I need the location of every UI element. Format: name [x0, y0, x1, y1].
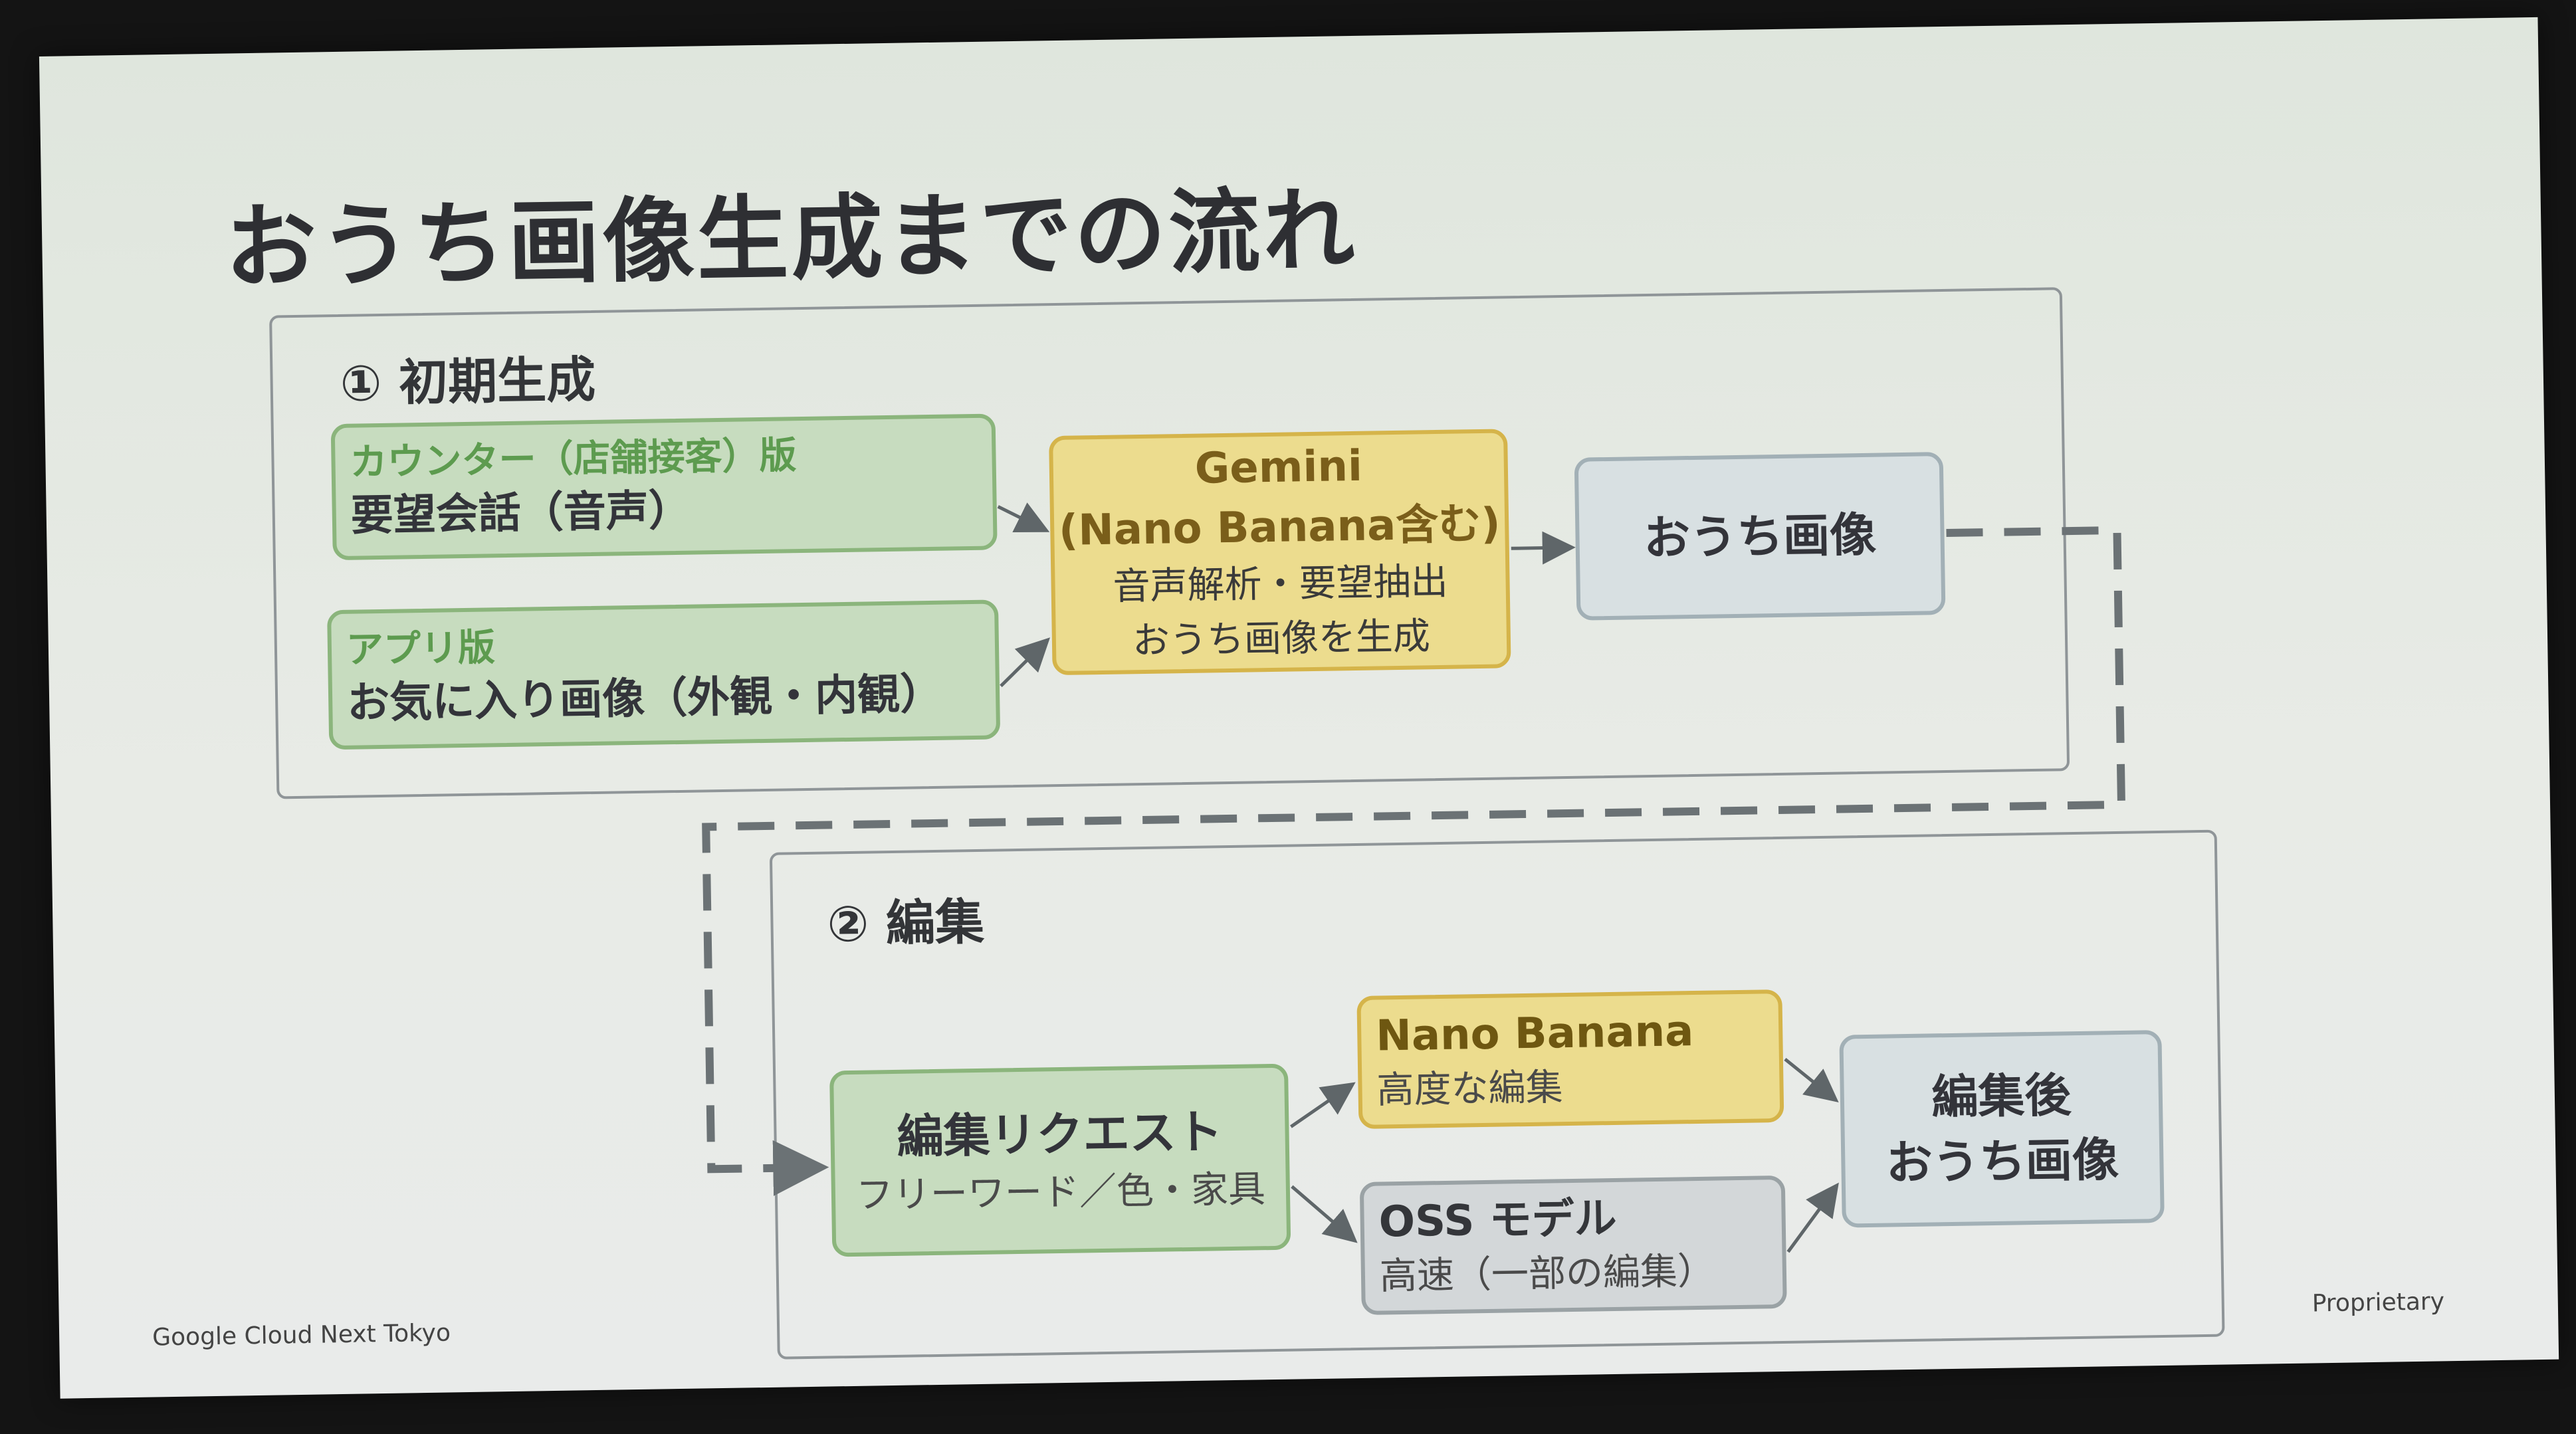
- arrow-counter-to-gemini: [997, 502, 1050, 532]
- flow-connectors: [702, 502, 2126, 1253]
- dashed-loop-arrow: [702, 526, 2126, 1196]
- footer-right: Proprietary: [2311, 1288, 2445, 1318]
- arrow-request-to-nano: [1290, 1082, 1356, 1128]
- arrow-request-to-oss: [1291, 1185, 1358, 1243]
- footer-left: Google Cloud Next Tokyo: [152, 1319, 451, 1352]
- arrow-nano-to-output: [1784, 1057, 1839, 1103]
- arrow-app-to-gemini: [1000, 637, 1051, 688]
- arrow-oss-to-output: [1786, 1182, 1839, 1253]
- slide: おうち画像生成までの流れ ① 初期生成 カウンター（店舗接客）版 要望会話（音声…: [39, 17, 2559, 1399]
